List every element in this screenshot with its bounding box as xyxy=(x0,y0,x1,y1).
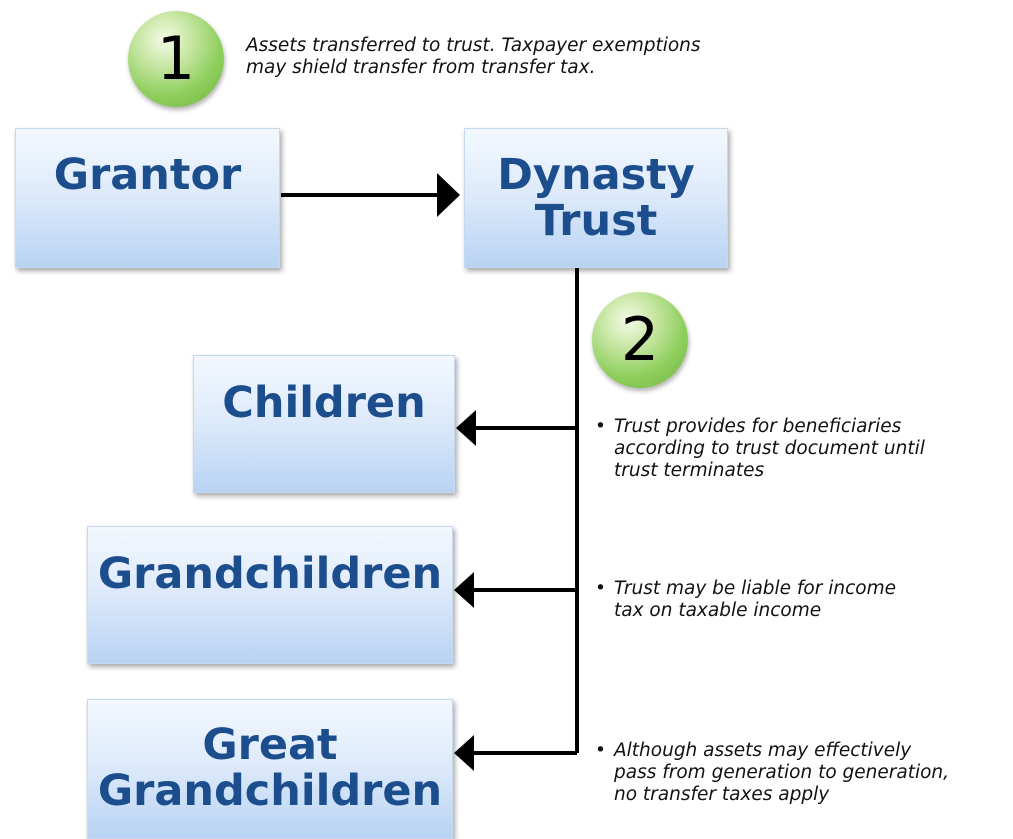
bullet-note-3-text: Although assets may effectively pass fro… xyxy=(592,740,1007,806)
grantor-label: Grantor xyxy=(53,150,242,200)
great-grandchildren-label: Great Grandchildren xyxy=(97,720,443,816)
step-1-number: 1 xyxy=(156,24,196,94)
grantor-node: Grantor xyxy=(15,128,280,268)
bullet-note-1-text: Trust provides for beneficiaries accordi… xyxy=(592,416,1002,482)
branch-great-grandchildren-arrowhead xyxy=(454,735,474,771)
grandchildren-node: Grandchildren xyxy=(87,526,453,664)
great-grandchildren-node: Great Grandchildren xyxy=(87,699,453,839)
bullet-note-3: Although assets may effectively pass fro… xyxy=(592,740,1007,806)
dynasty-trust-label: Dynasty Trust xyxy=(497,150,695,246)
step-2-badge: 2 xyxy=(592,292,688,388)
children-label: Children xyxy=(222,378,426,428)
step-1-badge: 1 xyxy=(128,11,224,107)
step-1-note: Assets transferred to trust. Taxpayer ex… xyxy=(246,35,701,78)
dynasty-trust-node: Dynasty Trust xyxy=(464,128,728,268)
children-node: Children xyxy=(193,355,455,493)
branch-children-arrowhead xyxy=(456,410,476,446)
bullet-note-1: Trust provides for beneficiaries accordi… xyxy=(592,416,1002,482)
bullet-note-2-text: Trust may be liable for income tax on ta… xyxy=(592,578,1002,622)
step-2-number: 2 xyxy=(620,305,660,375)
bullet-note-2: Trust may be liable for income tax on ta… xyxy=(592,578,1002,622)
grantor-to-trust-arrowhead xyxy=(437,173,460,217)
branch-grandchildren-arrowhead xyxy=(454,572,474,608)
grandchildren-label: Grandchildren xyxy=(97,549,443,599)
